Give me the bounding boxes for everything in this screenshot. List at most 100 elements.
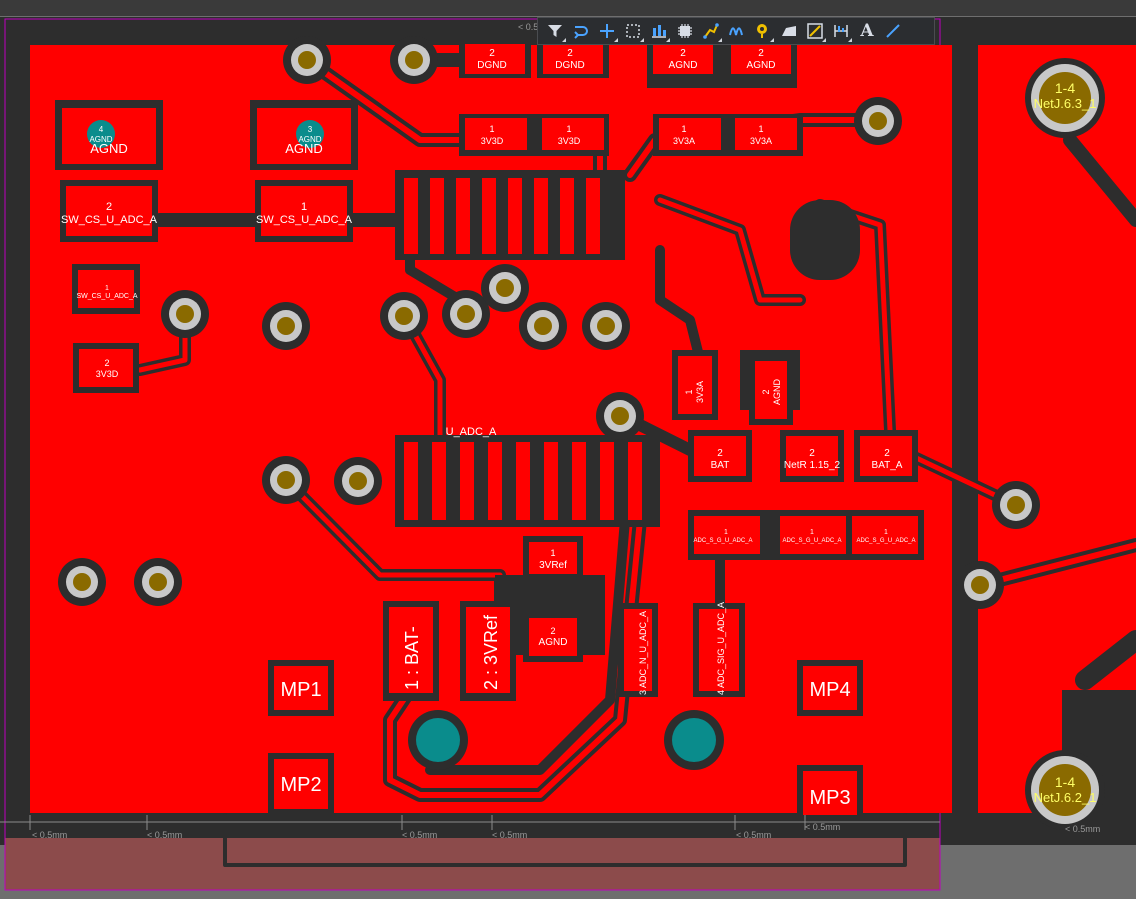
dim-label-4: < 0.5mm (492, 830, 527, 840)
diff-pair-tool[interactable] (724, 18, 750, 44)
top-strip (0, 0, 1136, 16)
text-tool[interactable]: A (854, 18, 880, 44)
via[interactable] (262, 456, 310, 504)
copper-pour-right[interactable] (978, 45, 1136, 813)
via[interactable] (334, 457, 382, 505)
dim-label-3: < 0.5mm (402, 830, 437, 840)
via[interactable] (380, 292, 428, 340)
pad-swcs-small-num: 1 (105, 285, 109, 292)
hole-netj62-net: NetJ.6.2_1 (1034, 790, 1097, 805)
place-tool[interactable] (594, 18, 620, 44)
hole-netj63-num: 1-4 (1055, 80, 1075, 96)
pad-3v3d-small-num: 2 (104, 358, 109, 368)
pad-3v3d2-net: 3V3D (558, 136, 581, 146)
smd-pads[interactable] (55, 40, 924, 815)
pad-swcs-small-net: SW_CS_U_ADC_A (76, 293, 137, 300)
pad-swcs-a-num: 2 (106, 201, 112, 213)
dim-label-7: < 0.5mm (1065, 824, 1100, 834)
pad-netr-num: 2 (809, 448, 815, 459)
pad-3v3d2-num: 1 (566, 124, 571, 134)
via[interactable] (519, 302, 567, 350)
via[interactable] (956, 561, 1004, 609)
via[interactable] (596, 392, 644, 440)
text-icon: A (860, 21, 874, 41)
line-box-icon (807, 23, 823, 39)
via[interactable] (283, 36, 331, 84)
pad-agnd-left-net: AGND (89, 135, 112, 144)
align-tool[interactable] (646, 18, 672, 44)
pad-agnd1-net: AGND (669, 60, 698, 71)
pad-adcs1-num: 1 (724, 529, 728, 536)
dimension-tool[interactable] (828, 18, 854, 44)
via[interactable] (58, 558, 106, 606)
pad-dgnd2-num: 2 (567, 48, 573, 59)
pad-adc-n: 3 ADC_N_U_ADC_A (638, 611, 648, 695)
pad-swcs-a-net: SW_CS_U_ADC_A (61, 214, 158, 226)
pad-swcs-b-net: SW_CS_U_ADC_A (256, 214, 353, 226)
via-tool[interactable] (750, 18, 776, 44)
align-icon (652, 25, 666, 38)
diff-pair-icon (729, 27, 743, 36)
ic-top-pins[interactable] (395, 170, 625, 260)
draw-line-tool[interactable] (880, 18, 906, 44)
via[interactable] (134, 558, 182, 606)
pad-adcs3-net: ADC_S_G_U_ADC_A (856, 538, 915, 544)
filter-tool[interactable] (542, 18, 568, 44)
via[interactable] (992, 481, 1040, 529)
via[interactable] (161, 290, 209, 338)
pad-agnd2-net: AGND (747, 60, 776, 71)
route-tool[interactable] (568, 18, 594, 44)
pad-bat-num: 2 (717, 448, 723, 459)
via[interactable] (582, 302, 630, 350)
polygon-icon (782, 26, 796, 36)
pad-agnd-vert-num: 2 (761, 389, 771, 394)
via[interactable] (442, 290, 490, 338)
dimension-labels: < 0.5mm < 0.5mm < 0.5mm < 0.5mm < 0.5mm … (32, 22, 1100, 840)
pad-vref-num: 1 (550, 548, 555, 558)
pad-3v3a1-num: 1 (681, 124, 686, 134)
hole-netj63-net: NetJ.6.3_1 (1034, 96, 1097, 111)
pad-agnd-mid-net: AGND (298, 135, 321, 144)
pad-agnd2-num: 2 (758, 48, 764, 59)
pad-bat-minus: 1 : BAT- (402, 626, 422, 690)
large-teal-pads[interactable] (87, 120, 724, 770)
line-tool[interactable] (802, 18, 828, 44)
via[interactable] (481, 264, 529, 312)
pad-mp3: MP3 (809, 787, 850, 809)
via[interactable] (262, 302, 310, 350)
polygon-tool[interactable] (776, 18, 802, 44)
pad-swcs-b-num: 1 (301, 201, 307, 213)
pad-3v3d1-num: 1 (489, 124, 494, 134)
pad-mp4: MP4 (809, 679, 850, 701)
pad-agnd-mid-num: 3 (308, 125, 313, 134)
component-tool[interactable] (672, 18, 698, 44)
pad-bata-net: BAT_A (872, 460, 903, 471)
via[interactable] (854, 97, 902, 145)
via[interactable] (390, 36, 438, 84)
via-icon (757, 24, 767, 38)
pad-3v3d-small-net: 3V3D (96, 369, 119, 379)
dimension-lines (0, 815, 940, 830)
pad-dgnd1-net: DGND (477, 60, 506, 71)
ic-bottom-pins[interactable] (395, 435, 660, 527)
dim-label-1: < 0.5mm (32, 830, 67, 840)
pad-3v3a1-net: 3V3A (673, 136, 695, 146)
pad-agnd-mid-big: AGND (285, 141, 323, 156)
pad-3v3a2-num: 1 (758, 124, 763, 134)
select-rect-tool[interactable] (620, 18, 646, 44)
pad-agnd-low-net: AGND (539, 637, 568, 648)
pad-agnd-low-num: 2 (550, 626, 555, 636)
chip-icon (678, 24, 692, 38)
interactive-route-tool[interactable] (698, 18, 724, 44)
filter-icon (548, 25, 562, 37)
vias-layer[interactable] (58, 36, 1040, 609)
pcb-labels: 2 DGND 2 DGND 2 AGND 2 AGND 1 3V3D 1 3V3… (61, 48, 916, 809)
pad-dgnd1-num: 2 (489, 48, 495, 59)
pad-agnd-left-num: 4 (99, 125, 104, 134)
pad-mp2: MP2 (280, 774, 321, 796)
pad-3v3a2-net: 3V3A (750, 136, 772, 146)
mounting-holes[interactable] (1025, 58, 1105, 830)
pad-adcs2-net: ADC_S_G_U_ADC_A (782, 538, 841, 544)
